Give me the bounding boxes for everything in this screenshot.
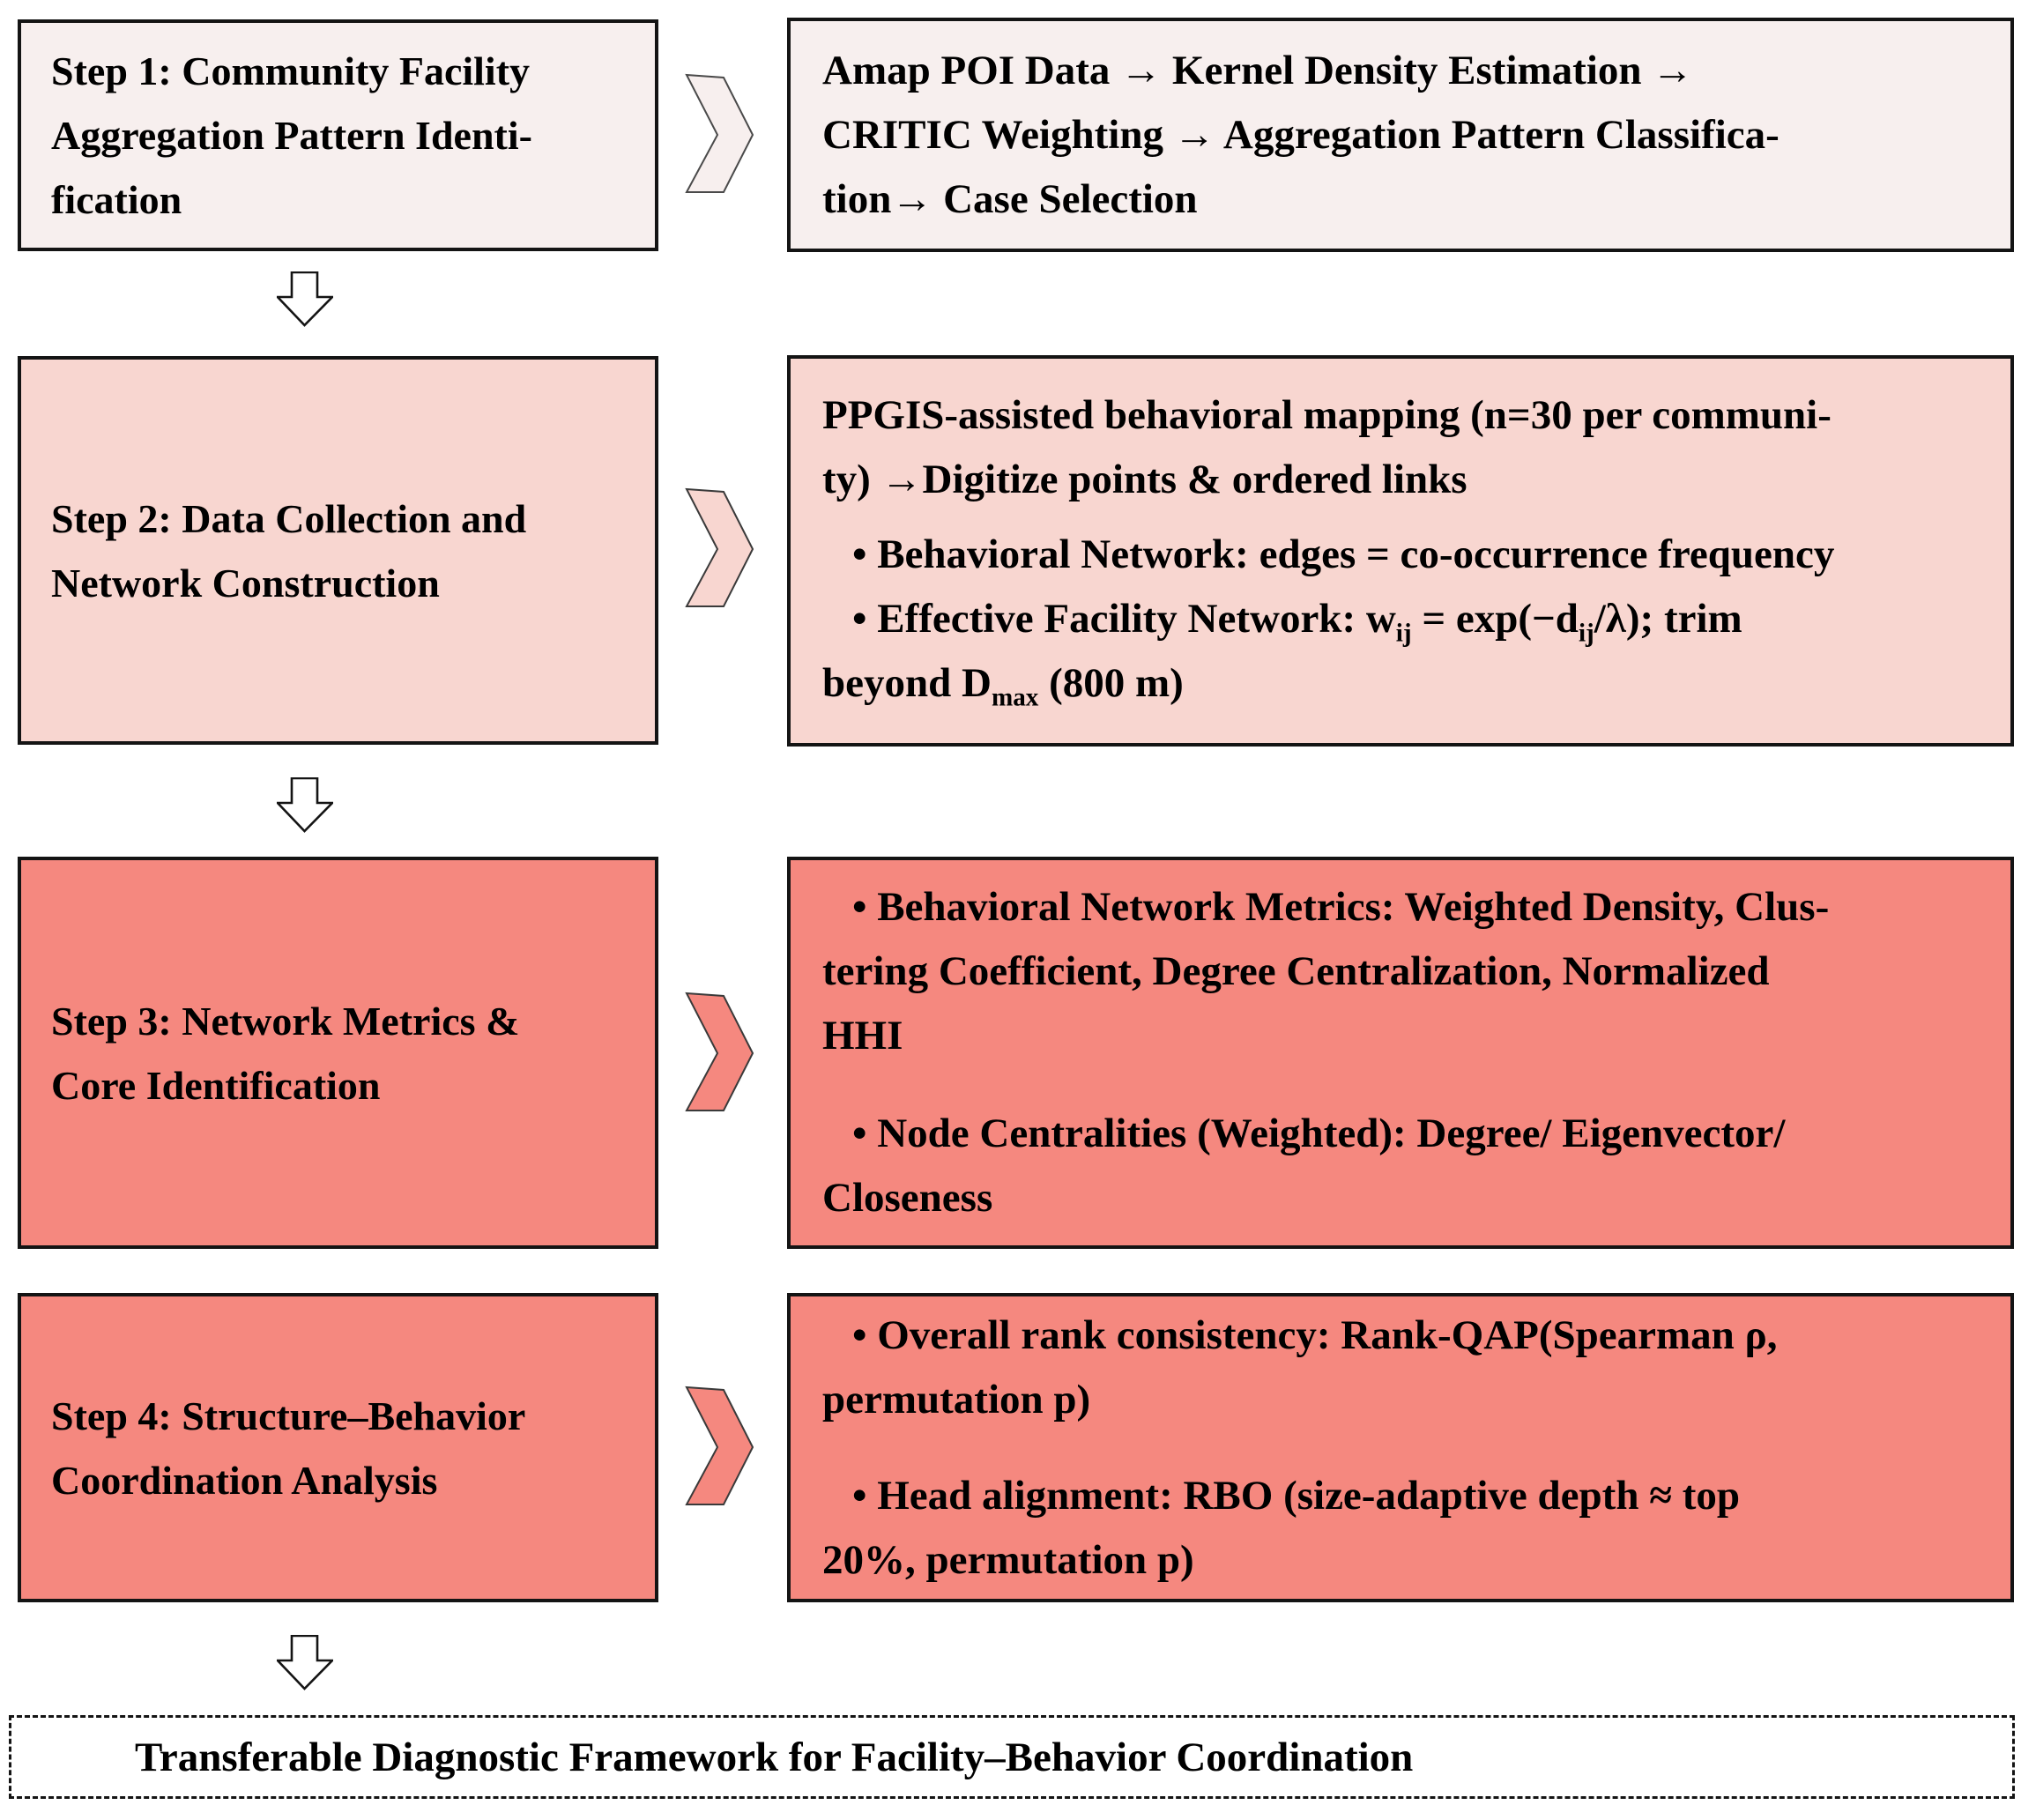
step1-detail-text: Amap POI Data → Kernel Density Estimatio… [822, 47, 1780, 222]
down-arrow-icon [277, 1635, 333, 1690]
chevron-right-icon [685, 487, 754, 611]
step3-bullet-node-centralities: • Node Centralities (Weighted): Degree/ … [822, 1111, 1786, 1221]
down-arrow-icon [277, 271, 333, 327]
step1-box: Step 1: Community Facility Aggregation P… [18, 19, 658, 251]
framework-outcome-label: Transferable Diagnostic Framework for Fa… [135, 1734, 1414, 1780]
step4-bullet-rank-consistency: • Overall rank consistency: Rank-QAP(Spe… [822, 1311, 1778, 1423]
step1-detail-box: Amap POI Data → Kernel Density Estimatio… [787, 18, 2014, 252]
step2-intro-text: PPGIS-assisted behavioral mapping (n=30 … [822, 392, 1832, 502]
step3-detail-box: • Behavioral Network Metrics: Weighted D… [787, 857, 2014, 1249]
step2-bullet-effective-facility-network: • Effective Facility Network: wij = exp(… [822, 596, 1742, 712]
step4-bullet-head-alignment: • Head alignment: RBO (size-adaptive dep… [822, 1472, 1741, 1583]
step2-bullet-behavioral-network: • Behavioral Network: edges = co-occurre… [852, 531, 1835, 577]
down-arrow-icon [277, 777, 333, 833]
step4-box: Step 4: Structure–Behavior Coordination … [18, 1293, 658, 1602]
chevron-right-icon [685, 73, 754, 197]
step3-bullet-network-metrics: • Behavioral Network Metrics: Weighted D… [822, 884, 1830, 1059]
step3-box: Step 3: Network Metrics & Core Identific… [18, 857, 658, 1249]
step4-detail-box: • Overall rank consistency: Rank-QAP(Spe… [787, 1293, 2014, 1602]
step2-detail-box: PPGIS-assisted behavioral mapping (n=30 … [787, 355, 2014, 747]
chevron-right-icon [685, 992, 754, 1115]
step2-box: Step 2: Data Collection and Network Cons… [18, 356, 658, 745]
framework-outcome-box: Transferable Diagnostic Framework for Fa… [9, 1715, 2015, 1799]
chevron-right-icon [685, 1385, 754, 1509]
